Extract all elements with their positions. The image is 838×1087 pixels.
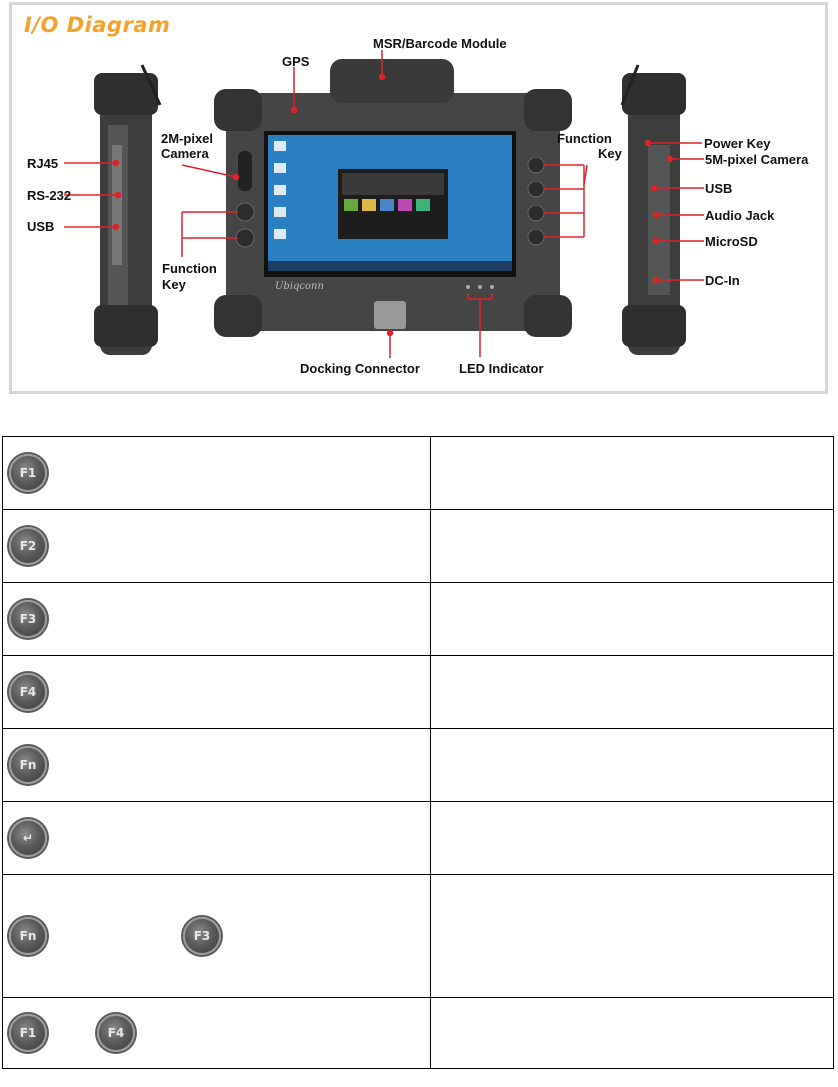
desc-cell (430, 801, 834, 875)
f4-key-icon: F4 (9, 673, 47, 711)
device-illustration (64, 50, 704, 358)
label-msr-barcode-module: MSR/Barcode Module (373, 36, 507, 51)
callout-lines (64, 50, 704, 358)
key-cell: Fn (2, 728, 431, 802)
table-row: F4 (2, 655, 834, 729)
fn-key-icon: Fn (9, 917, 47, 955)
desc-cell (430, 582, 834, 656)
enter-key-icon: ↵ (9, 819, 47, 857)
table-row: Fn (2, 728, 834, 802)
diagram-title: I/O Diagram (24, 13, 171, 37)
key-cell: F1 F4 (2, 997, 431, 1069)
label-function-key-right-2: Key (598, 146, 622, 161)
brand-logo: Ubiqconn (275, 281, 324, 292)
desc-cell (430, 436, 834, 510)
label-docking-connector: Docking Connector (300, 361, 420, 376)
f1-key-icon: F1 (9, 454, 47, 492)
label-function-key-left-2: Key (162, 277, 186, 292)
label-audio-jack: Audio Jack (705, 208, 775, 223)
desc-cell (430, 874, 834, 998)
right-side-view (620, 64, 686, 355)
key-cell: F2 (2, 509, 431, 583)
table-row: F1 (2, 436, 834, 510)
desc-cell (430, 728, 834, 802)
label-power-key: Power Key (704, 136, 771, 151)
table-row: F1 F4 (2, 997, 834, 1069)
f4-key-icon: F4 (97, 1014, 135, 1052)
label-microsd: MicroSD (705, 234, 758, 249)
label-5m-camera: 5M-pixel Camera (705, 152, 809, 167)
key-cell: ↵ (2, 801, 431, 875)
label-usb-right: USB (705, 181, 733, 196)
f3-key-icon: F3 (9, 600, 47, 638)
label-function-key-left-1: Function (162, 261, 217, 276)
key-cell: F1 (2, 436, 431, 510)
f3-key-icon: F3 (183, 917, 221, 955)
label-function-key-right-1: Function (557, 131, 612, 146)
io-diagram: I/O Diagram (9, 2, 828, 394)
table-row: F2 (2, 509, 834, 583)
key-cell: F3 (2, 582, 431, 656)
label-2m-camera-2: Camera (161, 146, 209, 161)
desc-cell (430, 509, 834, 583)
label-dc-in: DC-In (705, 273, 740, 288)
front-view (214, 59, 572, 337)
table-row: ↵ (2, 801, 834, 875)
key-cell: F4 (2, 655, 431, 729)
table-row: F3 (2, 582, 834, 656)
label-gps: GPS (282, 54, 310, 69)
key-cell: Fn F3 (2, 874, 431, 998)
f1-key-icon: F1 (9, 1014, 47, 1052)
left-side-view (94, 64, 162, 355)
label-led-indicator: LED Indicator (459, 361, 544, 376)
label-2m-camera-1: 2M-pixel (161, 131, 214, 146)
desc-cell (430, 997, 834, 1069)
label-rs232: RS-232 (27, 188, 72, 203)
label-usb-left: USB (27, 219, 55, 234)
fn-key-icon: Fn (9, 746, 47, 784)
table-row: Fn F3 (2, 874, 834, 998)
desc-cell (430, 655, 834, 729)
label-rj45: RJ45 (27, 156, 59, 171)
f2-key-icon: F2 (9, 527, 47, 565)
